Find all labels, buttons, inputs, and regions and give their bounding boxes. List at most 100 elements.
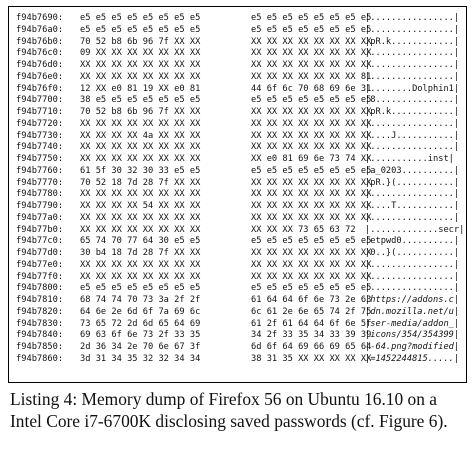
hex-bytes-left: XX XX XX XX XX XX XX XX (80, 142, 201, 153)
ascii-text: |...........inst| (365, 154, 454, 164)
hex-bytes-left: 64 6e 2e 6d 6f 7a 69 6c (80, 306, 201, 317)
hex-bytes-left: 61 5f 30 32 30 33 e5 e5 (80, 165, 201, 176)
hex-bytes-left: 38 e5 e5 e5 e5 e5 e5 e5 (80, 95, 201, 106)
hex-bytes-right: XX XX XX XX XX XX XX XX (251, 36, 372, 47)
address-text: f94b77a0: (16, 212, 64, 223)
address-text: f94b7730: (16, 130, 64, 141)
hex-bytes-left: XX XX XX XX XX XX XX XX (80, 212, 201, 223)
ascii-text: |pR.k............| (365, 107, 460, 117)
hex-bytes-right: XX XX XX XX XX XX XX XX (251, 201, 372, 211)
hex-bytes-right: e5 e5 e5 e5 e5 e5 e5 e5 (251, 283, 372, 294)
address-text: f94b77c0: (16, 236, 64, 247)
dump-row: f94b7750: XX XX XX XX XX XX XX XX XX e0 81… (16, 154, 464, 166)
ascii-text: |pR.k............| (365, 36, 460, 47)
ascii-text: |etpwd0..........| (365, 236, 460, 247)
ascii-text: |................| (365, 212, 460, 223)
hex-bytes-left: XX XX XX XX XX XX XX XX (80, 224, 201, 235)
hex-bytes-left: XX XX XX XX XX XX XX XX (80, 71, 201, 82)
hex-bytes-right: XX XX XX XX XX XX XX XX (251, 189, 372, 200)
hex-bytes-right: XX XX XX XX XX XX XX XX (251, 107, 372, 117)
ascii-text: |pR.}(...........| (365, 177, 460, 188)
ascii-text: |-64.png?modified| (365, 342, 460, 352)
dump-row: f94b7800: e5 e5 e5 e5 e5 e5 e5 e5 e5 e5 e5… (16, 283, 464, 295)
hex-bytes-left: 3d 31 34 35 32 32 34 34 (80, 353, 201, 364)
address-text: f94b76f0: (16, 83, 64, 94)
hex-bytes-right: XX XX XX XX XX XX XX XX (251, 248, 372, 258)
address-text: f94b77e0: (16, 259, 64, 270)
address-text: f94b7790: (16, 201, 64, 211)
address-text: f94b7860: (16, 353, 64, 364)
ascii-text: |................| (365, 271, 460, 282)
ascii-text: |.............secr| (365, 224, 465, 235)
hex-bytes-right: XX XX XX XX XX XX XX 81 (251, 71, 372, 82)
hex-bytes-right: XX XX XX XX XX XX XX XX (251, 142, 372, 153)
ascii-text: |................| (365, 259, 460, 270)
ascii-text: |0..}(...........| (365, 248, 460, 258)
hex-bytes-left: 68 74 74 70 73 3a 2f 2f (80, 295, 201, 305)
hex-bytes-left: XX XX XX XX XX XX XX XX (80, 271, 201, 282)
address-text: f94b7780: (16, 189, 64, 200)
ascii-text: |....J...........| (365, 130, 460, 141)
dump-row: f94b77a0: XX XX XX XX XX XX XX XX XX XX XX… (16, 213, 464, 225)
hex-bytes-right: XX XX XX XX XX XX XX XX (251, 177, 372, 188)
address-text: f94b7740: (16, 142, 64, 153)
ascii-text: |................| (365, 283, 460, 294)
hex-bytes-right: XX XX XX XX XX XX XX XX (251, 60, 372, 70)
hex-bytes-left: 65 74 70 77 64 30 e5 e5 (80, 236, 201, 247)
ascii-text: |=1452244815.....| (365, 353, 460, 364)
hex-bytes-right: 34 2f 33 35 34 33 39 39 (251, 330, 372, 341)
address-text: f94b7800: (16, 283, 64, 294)
hex-bytes-right: e5 e5 e5 e5 e5 e5 e5 e5 (251, 95, 372, 106)
hex-bytes-left: e5 e5 e5 e5 e5 e5 e5 e5 (80, 283, 201, 294)
hex-bytes-left: 73 65 72 2d 6d 65 64 69 (80, 318, 201, 329)
hex-bytes-right: 6c 61 2e 6e 65 74 2f 75 (251, 306, 372, 317)
address-text: f94b7760: (16, 165, 64, 176)
dump-row: f94b77f0: XX XX XX XX XX XX XX XX XX XX XX… (16, 272, 464, 284)
ascii-text: |................| (365, 71, 460, 82)
hex-bytes-right: 61 2f 61 64 64 6f 6e 5f (251, 318, 372, 329)
ascii-text: |................| (365, 48, 460, 59)
address-text: f94b77f0: (16, 271, 64, 282)
hex-bytes-right: e5 e5 e5 e5 e5 e5 e5 e5 (251, 13, 372, 23)
hex-bytes-left: 70 52 b8 6b 96 7f XX XX (80, 107, 201, 117)
dump-row: f94b7740: XX XX XX XX XX XX XX XX XX XX XX… (16, 142, 464, 154)
address-text: f94b7750: (16, 154, 64, 164)
address-text: f94b76a0: (16, 24, 64, 35)
address-text: f94b76e0: (16, 71, 64, 82)
ascii-text: |....T...........| (365, 201, 460, 211)
hex-bytes-right: 61 64 64 6f 6e 73 2e 63 (251, 295, 372, 305)
hex-bytes-right: XX XX XX XX XX XX XX XX (251, 259, 372, 270)
ascii-text: |................| (365, 142, 460, 153)
hex-bytes-right: XX XX XX XX XX XX XX XX (251, 271, 372, 282)
dump-row: f94b77c0: 65 74 70 77 64 30 e5 e5 e5 e5 e5… (16, 236, 464, 248)
hex-bytes-left: XX XX XX XX XX XX XX XX (80, 60, 201, 70)
address-text: f94b77d0: (16, 248, 64, 258)
hex-bytes-right: e5 e5 e5 e5 e5 e5 e5 e5 (251, 24, 372, 35)
ascii-text: |ser-media/addon_| (365, 318, 460, 329)
hex-bytes-left: 69 63 6f 6e 73 2f 33 35 (80, 330, 201, 341)
hex-bytes-right: XX e0 81 69 6e 73 74 XX (251, 154, 372, 164)
address-text: f94b7840: (16, 330, 64, 341)
ascii-text: |................| (365, 24, 460, 35)
hex-bytes-right: 6d 6f 64 69 66 69 65 64 (251, 342, 372, 352)
hex-bytes-right: XX XX XX XX XX XX XX XX (251, 118, 372, 129)
hex-bytes-left: e5 e5 e5 e5 e5 e5 e5 e5 (80, 13, 201, 23)
hex-bytes-right: e5 e5 e5 e5 e5 e5 e5 e5 (251, 236, 372, 247)
hex-bytes-left: 70 52 18 7d 28 7f XX XX (80, 177, 201, 188)
ascii-text: |a_0203..........| (365, 165, 460, 176)
address-text: f94b76c0: (16, 48, 64, 59)
hex-bytes-right: XX XX XX XX XX XX XX XX (251, 130, 372, 141)
hex-bytes-left: XX XX XX XX XX XX XX XX (80, 154, 201, 164)
hex-bytes-right: XX XX XX XX XX XX XX XX (251, 212, 372, 223)
